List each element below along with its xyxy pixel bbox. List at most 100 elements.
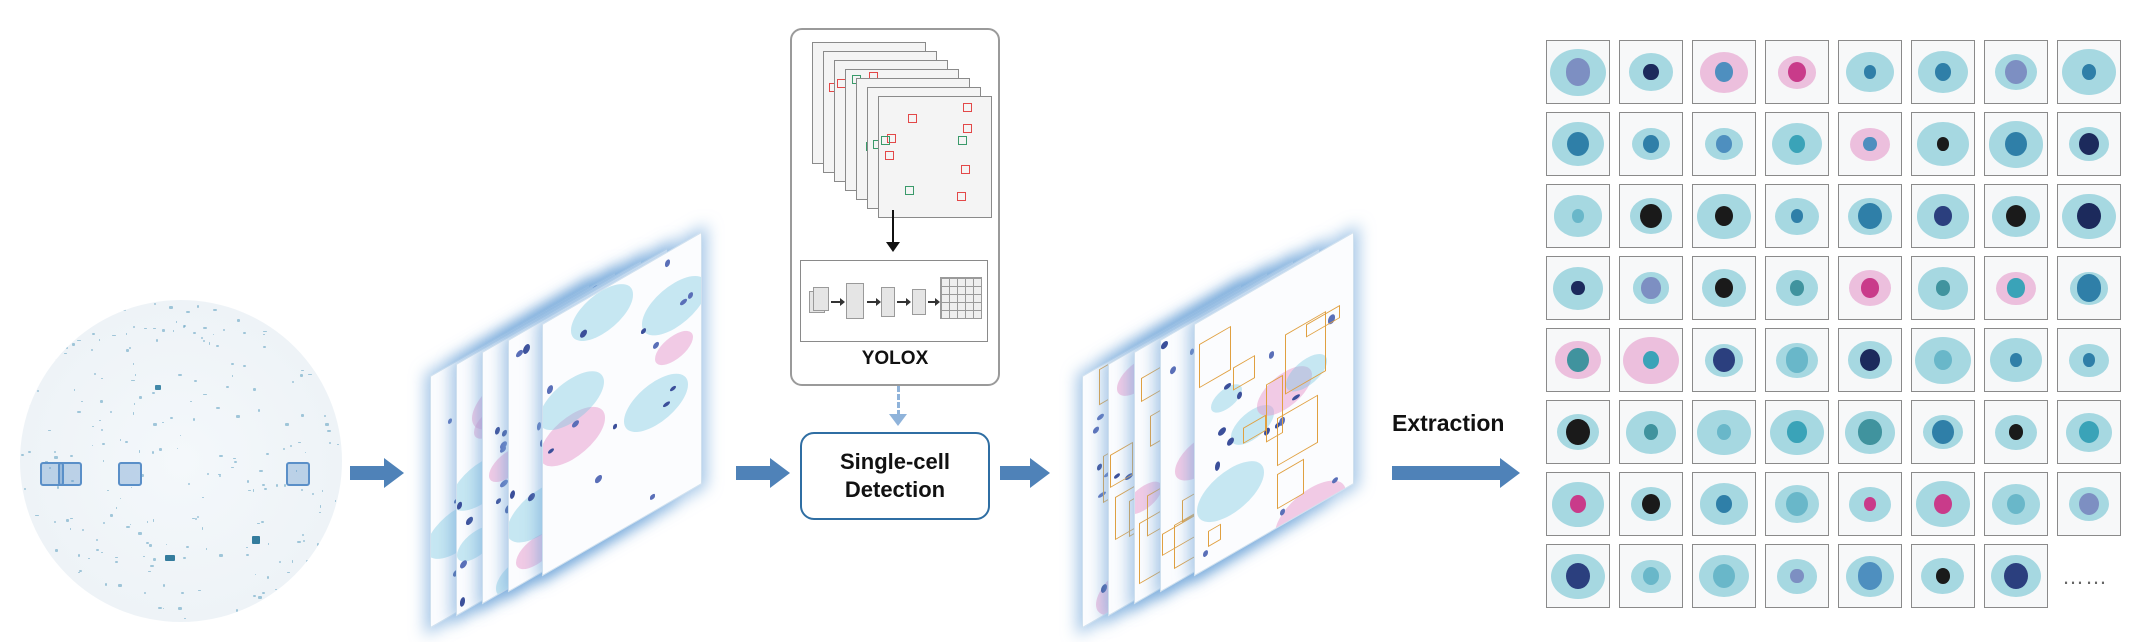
cell-thumbnail (1838, 400, 1902, 464)
wsi-speck (236, 319, 241, 323)
wsi-speck (98, 603, 102, 605)
wsi-speck (311, 610, 314, 612)
roi-box (40, 462, 64, 486)
cell-nucleus (1863, 64, 1877, 80)
wsi-speck (319, 505, 322, 509)
wsi-speck (155, 338, 159, 342)
wsi-speck (183, 325, 186, 329)
wsi-speck (198, 589, 201, 592)
wsi-speck (266, 576, 269, 580)
wsi-speck (21, 330, 26, 334)
cell-nucleus (2004, 131, 2028, 157)
cell-thumbnail (1984, 256, 2048, 320)
wsi-speck (245, 546, 248, 548)
down-arrow-head (886, 242, 900, 252)
wsi-speck (41, 332, 44, 336)
wsi-speck (111, 334, 116, 336)
wsi-speck (23, 487, 26, 491)
wsi-speck (287, 571, 291, 573)
wsi-speck (300, 414, 304, 417)
cell-thumbnail (1619, 40, 1683, 104)
cell-thumbnail (1765, 544, 1829, 608)
nucleus (1203, 548, 1209, 558)
wsi-speck (78, 570, 82, 572)
cell-nucleus (1569, 494, 1587, 514)
conv-layer (881, 287, 895, 317)
wsi-speck (327, 429, 331, 432)
wsi-speck (247, 489, 251, 491)
conv-layer (912, 289, 926, 315)
wsi-speck (78, 553, 80, 557)
nucleus (447, 417, 453, 426)
arrow-head (1500, 458, 1520, 488)
cell-nucleus (1716, 495, 1732, 513)
cell-nucleus (1713, 348, 1735, 372)
dashed-connector (897, 386, 900, 416)
wsi-speck (330, 375, 332, 379)
wsi-speck (279, 560, 282, 563)
wsi-speck (153, 302, 156, 306)
cell-thumbnail (1619, 184, 1683, 248)
cell-thumbnail (1765, 40, 1829, 104)
wsi-speck (169, 417, 174, 419)
wsi-speck (205, 547, 207, 551)
wsi-speck (161, 421, 165, 424)
wsi-speck (253, 388, 256, 392)
wsi-speck (216, 407, 221, 410)
wsi-speck (92, 445, 94, 447)
yolo-box (907, 114, 917, 124)
wsi-speck (195, 517, 197, 520)
cell-nucleus (2076, 274, 2102, 302)
wsi-speck (44, 460, 48, 462)
cell-nucleus (1712, 563, 1736, 589)
wsi-speck (243, 364, 247, 368)
wsi-speck (304, 451, 307, 454)
cell-nucleus (1933, 349, 1953, 371)
arrow-icon (897, 298, 911, 305)
wsi-speck (86, 302, 89, 305)
wsi-speck (100, 429, 104, 432)
cell-thumbnail (1619, 112, 1683, 176)
cell-nucleus (1785, 491, 1808, 517)
cell-thumbnail (1838, 328, 1902, 392)
wsi-speck (152, 451, 155, 455)
wsi-speck (98, 339, 101, 341)
detected-patch (1194, 231, 1354, 577)
wsi-speck (303, 326, 305, 328)
wsi-speck (261, 483, 266, 487)
wsi-speck (236, 415, 241, 418)
wsi-speck (77, 340, 82, 342)
cell-nucleus (1571, 280, 1585, 296)
cell-thumbnail (1692, 40, 1756, 104)
wsi-speck (262, 346, 267, 348)
wsi-speck (276, 484, 278, 487)
arrow-head (1030, 458, 1050, 488)
wsi-speck (262, 591, 265, 595)
wsi-speck (53, 450, 56, 454)
cell-nucleus (1863, 136, 1877, 152)
cell-nucleus (2082, 353, 2096, 367)
wsi-speck (81, 528, 85, 532)
wsi-speck (125, 332, 127, 335)
arrow-icon (831, 298, 845, 305)
wsi-speck (27, 451, 32, 453)
cell-thumbnail (1911, 40, 1975, 104)
nucleus (1268, 350, 1275, 360)
wsi-speck (69, 517, 73, 520)
arrow-icon (928, 298, 940, 305)
wsi-speck (109, 513, 114, 517)
wsi-speck (289, 445, 293, 447)
wsi-speck (291, 381, 295, 384)
cell-thumbnail (1838, 472, 1902, 536)
yolo-box (881, 135, 891, 145)
dashed-arrow-head (889, 414, 907, 426)
cell-nucleus (1642, 566, 1660, 586)
wsi-speck (223, 329, 226, 332)
wsi-speck (141, 473, 144, 477)
cell-thumbnail (2057, 256, 2121, 320)
wsi-speck (91, 332, 95, 336)
wsi-speck (36, 390, 40, 392)
nucleus (594, 473, 603, 485)
wsi-speck (259, 469, 263, 472)
wsi-speck (307, 373, 312, 376)
